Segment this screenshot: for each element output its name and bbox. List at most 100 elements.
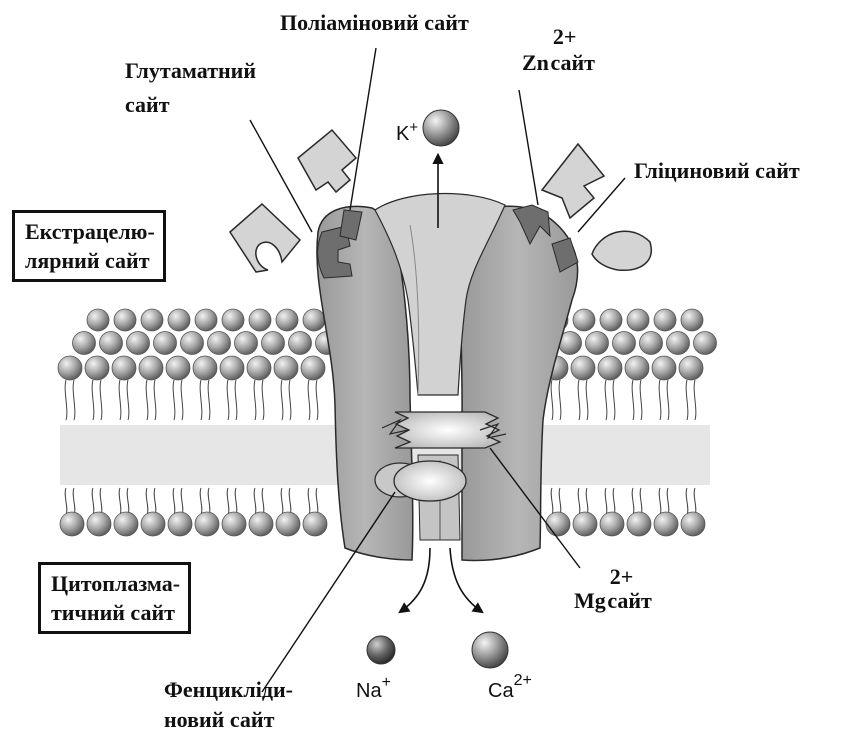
lipid-head [679, 356, 703, 380]
lipid-head [247, 356, 271, 380]
lipid-tail [586, 488, 588, 515]
lipid-tail [640, 488, 642, 515]
lipid-tail [254, 380, 256, 420]
lipid-head [195, 512, 219, 536]
lipid-tail [694, 380, 696, 420]
sodium-ion [367, 636, 395, 664]
lipid-tail [127, 380, 129, 420]
cytoplasmic-label-line2: тичний сайт [51, 598, 180, 627]
lipid-tail [100, 488, 102, 515]
extracellular-label-line2: лярний сайт [25, 246, 155, 275]
lipid-head [112, 356, 136, 380]
lipid-head [60, 512, 84, 536]
lipid-head [276, 512, 300, 536]
lipid-tail [173, 488, 175, 515]
lipid-tail [551, 488, 553, 515]
lipid-head [222, 512, 246, 536]
lipid-tail [73, 488, 75, 515]
lipid-head [262, 332, 285, 355]
lipid-head [694, 332, 717, 355]
lipid-tail [316, 380, 318, 420]
lipid-tail [92, 488, 94, 515]
calcium-label: Ca2+ [488, 672, 532, 702]
lipid-tail [154, 380, 156, 420]
zinc-ligand [542, 144, 604, 218]
lipid-tail [235, 488, 237, 515]
lipid-tail [262, 488, 264, 515]
lipid-head [85, 356, 109, 380]
lipid-head [303, 309, 325, 331]
glutamate-ligand [230, 204, 300, 272]
extracellular-region-label: Екстрацелю- лярний сайт [12, 210, 166, 282]
cytoplasmic-label-line1: Цитоплазма- [51, 569, 180, 598]
lipid-tail [227, 380, 229, 420]
lipid-tail [316, 488, 318, 515]
lipid-head [100, 332, 123, 355]
polyamine-leader [350, 48, 376, 210]
lipid-tail [667, 488, 669, 515]
lipid-tail [281, 488, 283, 515]
lipid-tail [640, 380, 642, 420]
lipid-tail [578, 380, 580, 420]
lipid-head [139, 356, 163, 380]
lipid-head [303, 512, 327, 536]
lipid-tail [632, 380, 634, 420]
lipid-tail [694, 488, 696, 515]
phencyclidine-site-label-line1: Фенцикліди- [164, 677, 293, 702]
lipid-tail [559, 488, 561, 515]
lipid-head [546, 512, 570, 536]
polyamine-ligand [298, 130, 356, 192]
lipid-tail [289, 380, 291, 420]
glutamate-site-label-line2: сайт [125, 92, 170, 117]
lipid-head [193, 356, 217, 380]
lipid-tail [181, 380, 183, 420]
lipid-head [627, 512, 651, 536]
sodium-label: Na+ [356, 674, 391, 702]
lipid-head [652, 356, 676, 380]
lipid-head [166, 356, 190, 380]
lipid-tail [605, 380, 607, 420]
lipid-head [600, 512, 624, 536]
lipid-tail [308, 380, 310, 420]
lipid-tail [200, 380, 202, 420]
lipid-head [681, 512, 705, 536]
lipid-tail [613, 380, 615, 420]
lipid-tail [208, 380, 210, 420]
extracellular-label-line1: Екстрацелю- [25, 217, 155, 246]
lipid-head [87, 512, 111, 536]
lipid-tail [100, 380, 102, 420]
lipid-tail [659, 488, 661, 515]
lipid-tail [559, 380, 561, 420]
cytoplasmic-region-label: Цитоплазма- тичний сайт [38, 562, 191, 634]
lipid-head [154, 332, 177, 355]
lipid-tail [127, 488, 129, 515]
lipid-tail [578, 488, 580, 515]
lipid-tail [686, 488, 688, 515]
glutamate-site-label-line1: Глутаматний [125, 58, 256, 83]
lipid-head [681, 309, 703, 331]
nmda-receptor [317, 194, 578, 561]
lipid-head [73, 332, 96, 355]
lipid-head [235, 332, 258, 355]
lipid-tail [254, 488, 256, 515]
lipid-tail [659, 380, 661, 420]
lipid-head [141, 309, 163, 331]
lipid-tail [667, 380, 669, 420]
lipid-tail [181, 488, 183, 515]
lipid-tail [154, 488, 156, 515]
lipid-tail [289, 488, 291, 515]
lipid-head [654, 309, 676, 331]
lipid-tail [146, 380, 148, 420]
lipid-head [289, 332, 312, 355]
lipid-head [249, 309, 271, 331]
lipid-tail [146, 488, 148, 515]
lipid-tail [65, 488, 67, 515]
mg-block [395, 412, 500, 448]
lipid-head [87, 309, 109, 331]
lipid-head [573, 512, 597, 536]
lipid-head [168, 309, 190, 331]
lipid-head [58, 356, 82, 380]
lipid-tail [65, 380, 67, 420]
lipid-head [208, 332, 231, 355]
